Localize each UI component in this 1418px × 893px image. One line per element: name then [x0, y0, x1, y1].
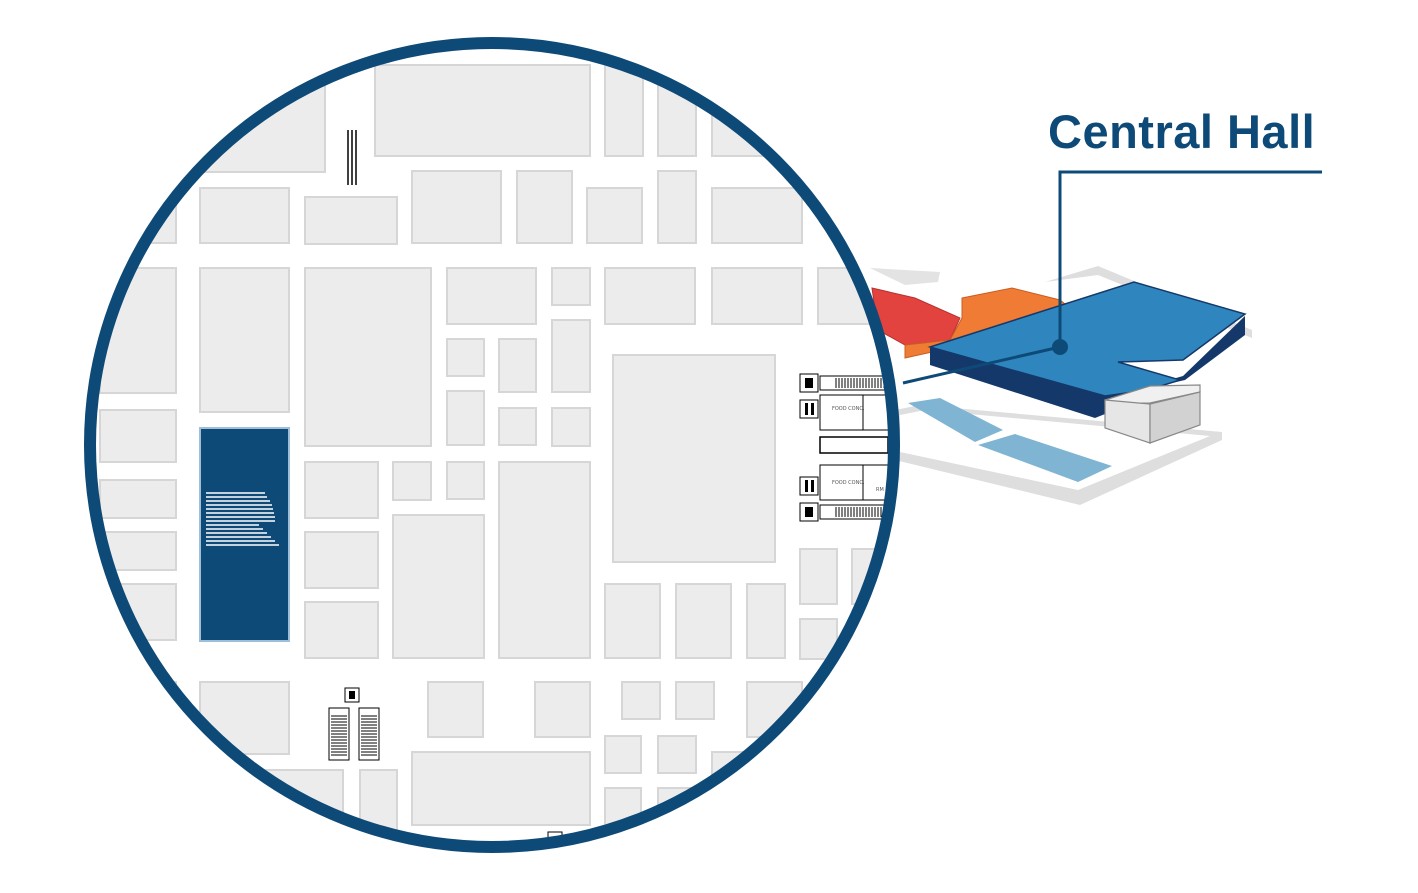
food-conc-label-1: FOOD CONC. [832, 406, 865, 412]
booth[interactable] [498, 407, 537, 446]
booth[interactable] [304, 461, 379, 519]
booth[interactable] [799, 548, 838, 605]
booth[interactable] [304, 531, 379, 589]
booth[interactable] [612, 354, 776, 563]
escalator-icon-west [328, 687, 380, 761]
booth[interactable] [427, 681, 484, 738]
annex-side [1149, 391, 1201, 444]
booth[interactable] [411, 751, 591, 826]
parking-lot-2 [978, 434, 1112, 482]
booth[interactable] [411, 170, 502, 244]
parking-lot-1 [908, 398, 1003, 442]
booth[interactable] [675, 583, 732, 659]
magnified-floor-plan: FOOD CONC. RM FOOD CONC. RM [90, 43, 894, 847]
booth[interactable] [446, 267, 537, 325]
booth[interactable] [446, 390, 485, 446]
booth[interactable] [711, 64, 823, 157]
booth[interactable] [99, 681, 177, 843]
rm-label-2: RM [876, 487, 884, 493]
booth[interactable] [446, 338, 485, 377]
complex-3d-overview [870, 170, 1322, 505]
food-conc-label-2: FOOD CONC. [832, 480, 865, 486]
ground-outline [870, 268, 940, 285]
hall-central [927, 281, 1247, 397]
magnifier-ring [84, 37, 900, 853]
booth[interactable] [551, 319, 591, 393]
stair-icon-north [347, 130, 357, 185]
booth[interactable] [498, 461, 591, 659]
hall-title: Central Hall [1048, 105, 1316, 158]
booth[interactable] [675, 681, 715, 720]
leader-line [1058, 170, 1322, 347]
booth[interactable] [604, 735, 642, 774]
leader-to-lens [902, 345, 1061, 385]
booth[interactable] [99, 479, 177, 519]
booth[interactable] [746, 583, 786, 659]
booth[interactable] [534, 681, 591, 738]
booth[interactable] [711, 187, 803, 244]
booth[interactable] [516, 170, 573, 244]
booth[interactable] [551, 407, 591, 447]
booth[interactable] [199, 187, 290, 244]
booth[interactable] [392, 461, 432, 501]
booth[interactable] [374, 64, 591, 157]
booth[interactable] [621, 681, 661, 720]
booth[interactable] [392, 514, 485, 659]
booth[interactable] [304, 267, 432, 447]
booth[interactable] [498, 338, 537, 393]
hall-central-side [930, 316, 1245, 418]
highlighted-booth[interactable] [199, 427, 290, 642]
booth[interactable] [199, 267, 290, 413]
booth[interactable] [99, 409, 177, 463]
booth[interactable] [551, 267, 591, 306]
r-logo-icon [206, 492, 279, 546]
booth[interactable] [817, 681, 857, 755]
booth[interactable] [586, 187, 643, 244]
booth[interactable] [657, 170, 697, 244]
booth[interactable] [604, 267, 696, 325]
booth[interactable] [304, 196, 398, 245]
booth[interactable] [657, 735, 697, 774]
booth[interactable] [604, 64, 644, 157]
booth[interactable] [199, 681, 290, 755]
booth[interactable] [711, 267, 803, 325]
booth[interactable] [711, 751, 803, 828]
booth[interactable] [304, 601, 379, 659]
booth[interactable] [604, 583, 661, 659]
booth[interactable] [446, 461, 485, 500]
